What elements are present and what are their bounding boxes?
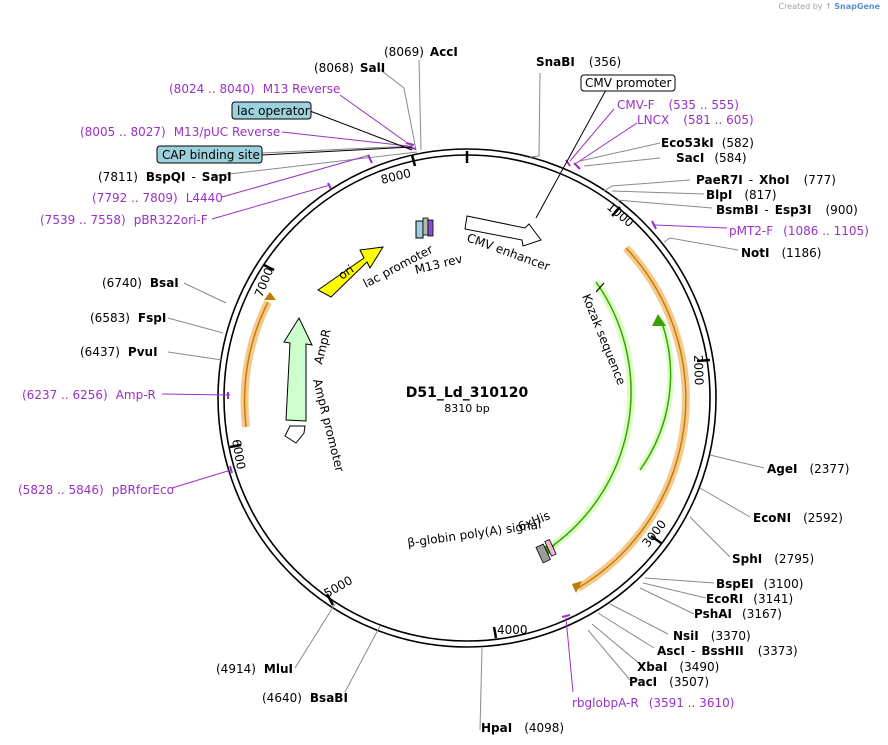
enzyme-salI: (8068)SalI bbox=[314, 61, 385, 75]
ampr-label: AmpR bbox=[311, 328, 333, 366]
ori-arrow bbox=[317, 246, 384, 298]
his-tag-box bbox=[544, 538, 557, 557]
enzyme-bsaI: (6740)BsaI bbox=[102, 276, 179, 290]
enzyme-pacI: PacI(3507) bbox=[629, 675, 709, 689]
ampr-promoter-arrow bbox=[284, 425, 306, 444]
primer-rbglobpa-r: rbglobpA-R(3591 .. 3610) bbox=[572, 696, 734, 710]
snapgene-logo-icon: ↑ bbox=[825, 2, 832, 11]
enzyme-bspQI-sapI: (7811)BspQI-SapI bbox=[98, 170, 232, 184]
cmv-enhancer-arrow bbox=[464, 215, 542, 247]
enzyme-mluI: (4914)MluI bbox=[216, 662, 293, 676]
plasmid-size: 8310 bp bbox=[444, 402, 489, 415]
primer-pbr322ori-f: (7539 .. 7558)pBR322ori-F bbox=[40, 213, 208, 227]
enzyme-leaders bbox=[167, 59, 765, 731]
cap-site-label: CAP binding site bbox=[162, 148, 260, 162]
boxed-labels: lac operator CAP binding site CMV promot… bbox=[156, 74, 676, 219]
lac-operator-label: lac operator bbox=[237, 104, 310, 118]
tick-label-7000: 7000 bbox=[252, 266, 276, 300]
tick-label-2000: 2000 bbox=[691, 355, 706, 386]
primer-m13-reverse: (8024 .. 8040)M13 Reverse bbox=[169, 82, 340, 96]
enzyme-ecoNI: EcoNI(2592) bbox=[753, 511, 843, 525]
orange-arcs bbox=[240, 245, 690, 593]
enzyme-sphI: SphI(2795) bbox=[732, 552, 814, 566]
primer-l4440: (7792 .. 7809)L4440 bbox=[92, 191, 223, 205]
tick-label-1000: 1000 bbox=[604, 200, 636, 230]
primer-leaders bbox=[161, 94, 728, 693]
enzyme-sacI: SacI(584) bbox=[676, 151, 747, 165]
enzyme-ageI: AgeI(2377) bbox=[767, 462, 849, 476]
plasmid-name: D51_Ld_310120 bbox=[406, 385, 529, 401]
enzyme-fspI: (6583)FspI bbox=[90, 311, 166, 325]
enzyme-xbaI: XbaI(3490) bbox=[637, 660, 719, 674]
enzyme-bsmBI-esp3I: BsmBI-Esp3I(900) bbox=[716, 203, 858, 217]
enzyme-notI: NotI(1186) bbox=[741, 246, 821, 260]
snapgene-credit: Created by ↑ SnapGene bbox=[778, 2, 880, 11]
enzyme-accI: (8069)AccI bbox=[384, 45, 458, 59]
inner-features bbox=[283, 215, 605, 564]
primer-marks bbox=[227, 142, 657, 618]
cap-site-box bbox=[422, 217, 429, 236]
enzyme-bspEI: BspEI(3100) bbox=[716, 577, 803, 591]
enzyme-hpaI: HpaI(4098) bbox=[481, 721, 564, 735]
lac-operator-box bbox=[415, 220, 424, 239]
enzyme-bsaBI: (4640)BsaBI bbox=[262, 691, 348, 705]
primer-labels: (8024 .. 8040)M13 Reverse (8005 .. 8027)… bbox=[18, 82, 869, 710]
polya-box bbox=[535, 543, 551, 564]
ampr-promoter-label: AmpR promoter bbox=[310, 377, 347, 473]
primer-amp-r: (6237 .. 6256)Amp-R bbox=[22, 388, 156, 402]
enzyme-paeR7I-xhoI: PaeR7I-XhoI(777) bbox=[696, 173, 836, 187]
primer-cmv-f: CMV-F(535 .. 555) bbox=[617, 98, 739, 112]
credit-brand: SnapGene bbox=[834, 2, 880, 11]
enzyme-ascI-bssHII: AscI-BssHII(3373) bbox=[657, 644, 798, 658]
cmv-promoter-label: CMV promoter bbox=[585, 76, 672, 90]
m13-box bbox=[427, 219, 434, 237]
enzyme-pshAI: PshAI(3167) bbox=[694, 607, 782, 621]
primer-pbrforeco: (5828 .. 5846)pBRforEco bbox=[18, 483, 174, 497]
enzyme-nsiI: NsiI(3370) bbox=[673, 629, 751, 643]
green-arcs bbox=[544, 279, 675, 556]
primer-pmt2-f: pMT2-F(1086 .. 1105) bbox=[729, 224, 869, 238]
enzyme-labels: (8069)AccI (8068)SalI SnaBI(356) Eco53kI… bbox=[80, 45, 858, 735]
enzyme-ecoRI: EcoRI(3141) bbox=[706, 592, 793, 606]
tick-label-4000: 4000 bbox=[497, 623, 528, 637]
tick-label-6000: 6000 bbox=[229, 438, 248, 471]
ampr-arrow bbox=[283, 316, 313, 422]
polya-label: β-globin poly(A) signal bbox=[406, 517, 542, 550]
enzyme-eco53kI: Eco53kI(582) bbox=[661, 136, 754, 150]
tick-marks bbox=[229, 151, 711, 639]
credit-prefix: Created by bbox=[778, 2, 823, 11]
tick-label-5000: 5000 bbox=[322, 573, 355, 600]
enzyme-snaBI: SnaBI(356) bbox=[536, 55, 621, 69]
enzyme-pvuI: (6437)PvuI bbox=[80, 345, 158, 359]
primer-lncx: LNCX(581 .. 605) bbox=[637, 113, 754, 127]
primer-m13-puc-reverse: (8005 .. 8027)M13/pUC Reverse bbox=[80, 125, 280, 139]
enzyme-blpI: BlpI(817) bbox=[706, 188, 777, 202]
